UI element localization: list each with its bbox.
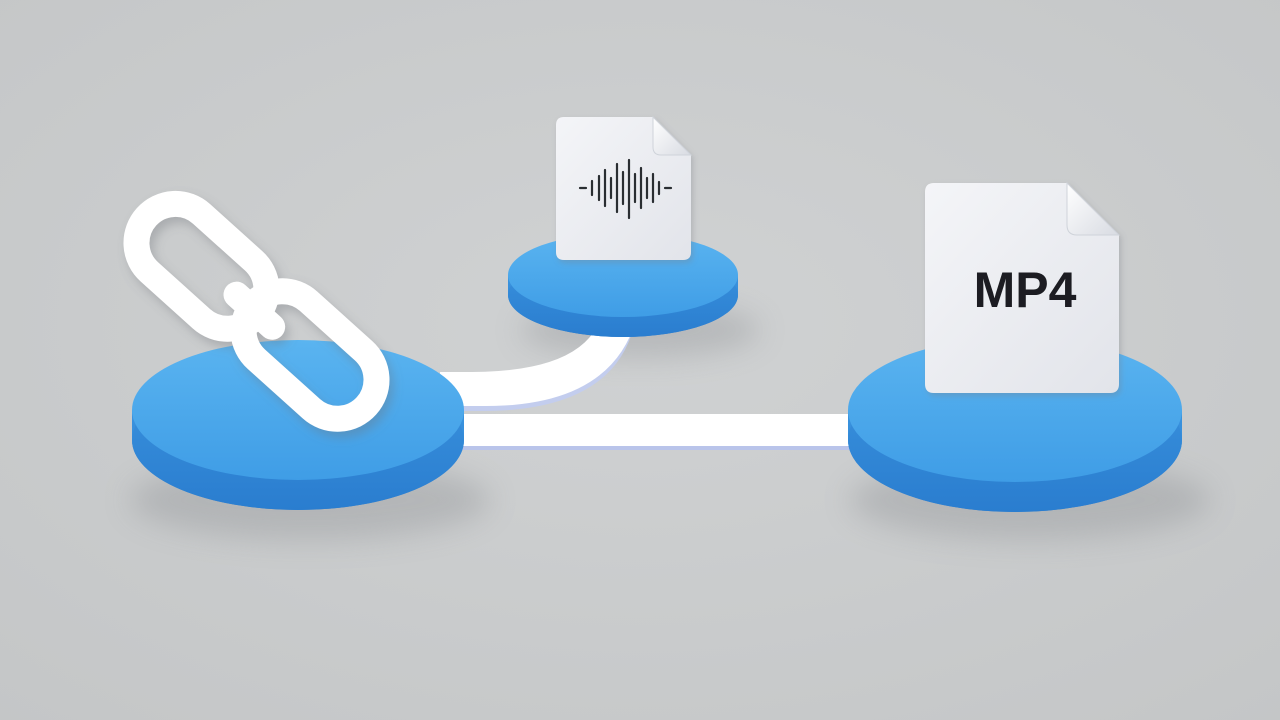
video-file-icon: MP4 — [925, 181, 1121, 393]
connector-link-to-video — [440, 414, 860, 450]
audio-file-icon — [556, 115, 693, 260]
link-platform — [132, 340, 464, 510]
connector-link-to-audio — [440, 320, 636, 412]
link-icon — [123, 190, 390, 432]
sound-wave — [578, 158, 673, 220]
file-type-label: MP4 — [974, 262, 1077, 318]
